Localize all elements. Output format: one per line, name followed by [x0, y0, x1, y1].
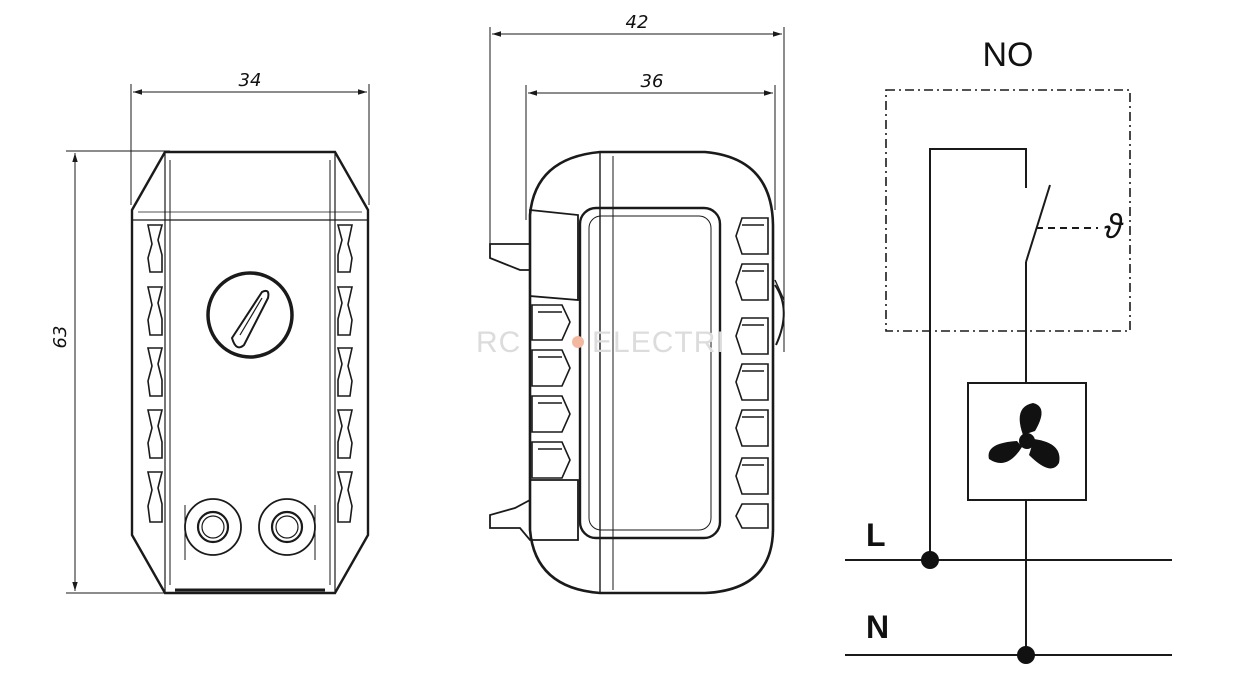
adjustment-knob	[206, 271, 294, 359]
switch-contact	[1025, 184, 1051, 263]
front-height-dimension: 63	[50, 150, 170, 594]
front-height-label: 63	[50, 326, 71, 349]
front-right-vents	[336, 224, 353, 523]
side-housing-outline	[528, 150, 775, 595]
contact-type-label: NO	[983, 36, 1034, 74]
line-label: L	[866, 517, 886, 553]
neutral-label: N	[866, 609, 889, 645]
wiring-schematic: NO ϑ L N	[845, 36, 1172, 664]
line-wire	[929, 148, 1027, 560]
side-left-vents	[531, 304, 571, 479]
thermostat-enclosure	[885, 89, 1131, 332]
watermark-logo-dot	[572, 336, 584, 348]
side-overall-width-dimension: 42	[489, 12, 785, 352]
side-view: 42 36	[476, 12, 785, 595]
watermark-right-text: ELECTRI	[592, 326, 726, 359]
side-right-vents	[735, 217, 769, 529]
side-body-width-dimension: 36	[525, 71, 776, 220]
thermostat-symbol: ϑ	[1104, 208, 1124, 246]
front-width-dimension: 34	[130, 70, 370, 205]
mounting-clip	[489, 209, 579, 301]
side-body-width-label: 36	[641, 71, 664, 92]
front-view: 34 63	[50, 70, 370, 595]
side-overall-width-label: 42	[626, 12, 649, 33]
neutral-junction	[1017, 646, 1035, 664]
terminal-screw-right	[258, 498, 316, 556]
side-front-panel	[578, 206, 722, 540]
fan-icon	[988, 403, 1060, 469]
watermark: RC ELECTRI	[476, 326, 726, 359]
watermark-left-text: RC	[476, 326, 521, 359]
terminal-screw-left	[184, 498, 242, 556]
front-width-label: 34	[239, 70, 262, 91]
line-junction	[921, 551, 939, 569]
front-left-vents	[147, 224, 164, 523]
front-housing-outline	[130, 150, 370, 595]
